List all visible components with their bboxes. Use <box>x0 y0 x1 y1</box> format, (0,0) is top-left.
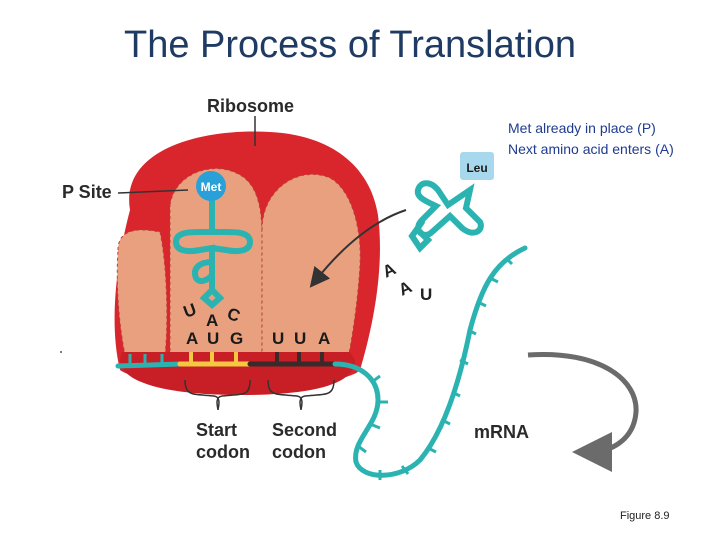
leu-anticodon-2: A <box>396 277 415 299</box>
note-line-2: Next amino acid enters (A) <box>508 141 674 157</box>
start-codon-base-1: A <box>186 329 198 348</box>
second-codon-label-1: Second <box>272 420 337 440</box>
leu-anticodon-1: A <box>380 259 399 281</box>
second-codon-base-2: U <box>294 329 306 348</box>
met-anticodon-2: A <box>206 311 218 330</box>
met-amino-acid-ball <box>196 171 226 201</box>
second-codon-base-1: U <box>272 329 284 348</box>
figure-caption: Figure 8.9 <box>620 510 670 522</box>
mrna-ticks <box>128 256 514 480</box>
met-label: Met <box>201 180 222 194</box>
start-codon-base-3: G <box>230 329 243 348</box>
met-anticodon-1: U <box>181 300 199 322</box>
leu-amino-acid-box <box>460 152 494 180</box>
ribosome-small-lobe <box>116 229 168 356</box>
second-codon-bracket <box>267 379 335 411</box>
ribosome-label: Ribosome <box>207 96 294 116</box>
codon-ticks <box>189 352 324 365</box>
note-line-1: Met already in place (P) <box>508 120 656 136</box>
second-codon-base-3: A <box>318 329 330 348</box>
start-codon-label-2: codon <box>196 442 250 462</box>
leu-trna <box>408 180 484 253</box>
direction-arrow <box>527 351 639 472</box>
start-codon-bracket <box>184 379 251 411</box>
annotation-note: Met already in place (P) Next amino acid… <box>508 118 674 160</box>
slide-title: The Process of Translation <box>124 24 576 66</box>
p-site-label: P Site <box>62 182 112 202</box>
entry-arrow <box>309 209 407 288</box>
leu-label: Leu <box>466 161 487 175</box>
ribosome <box>114 131 380 395</box>
start-codon-label-1: Start <box>196 420 237 440</box>
mrna-label: mRNA <box>474 422 529 442</box>
stray-dot <box>60 351 62 353</box>
met-anticodon-3: C <box>225 304 243 326</box>
p-site-leader <box>117 189 189 194</box>
second-codon-label-2: codon <box>272 442 326 462</box>
met-trna <box>172 195 254 309</box>
start-codon-base-2: U <box>207 329 219 348</box>
leu-anticodon-3: U <box>420 285 432 304</box>
